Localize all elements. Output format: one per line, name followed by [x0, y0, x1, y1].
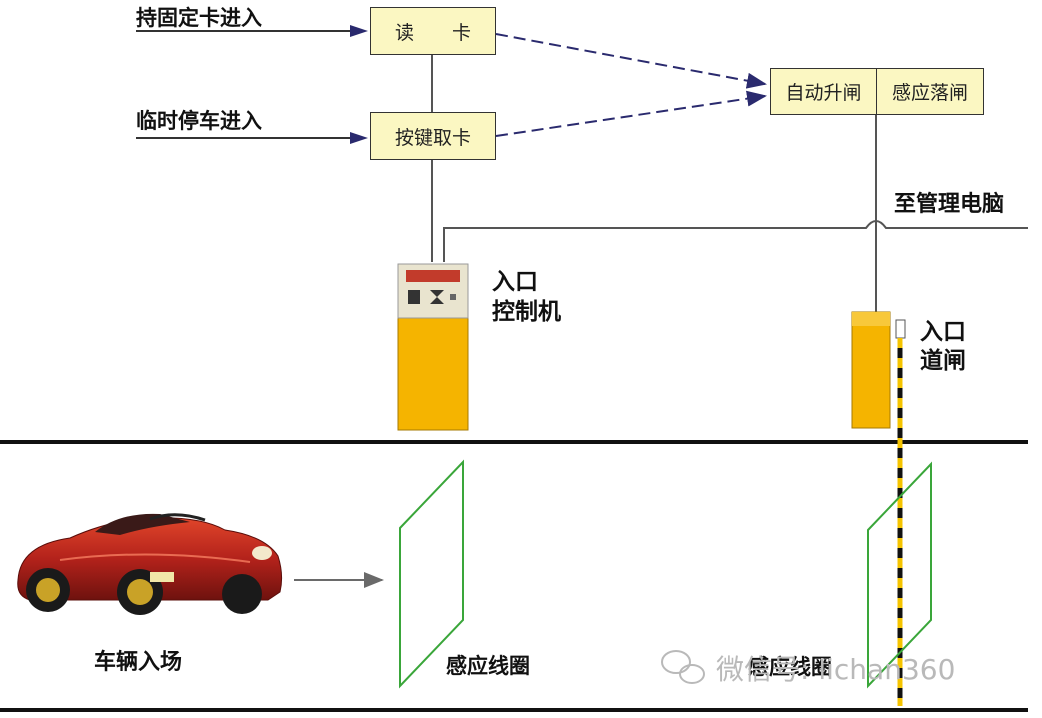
induction-loop-1	[399, 459, 464, 689]
take-card-box: 按键取卡	[370, 112, 496, 160]
input-line-fixed-card	[136, 25, 368, 37]
read-card-box: 读 卡	[370, 7, 496, 55]
gate-label-line2: 道闸	[920, 348, 966, 374]
controller-label-line1: 入口	[492, 269, 538, 295]
vehicle-entry-label: 车辆入场	[94, 650, 183, 675]
auto-lift-box: 自动升闸	[770, 68, 876, 115]
sense-drop-box: 感应落闸	[876, 68, 984, 115]
watermark: 微信号: lichan360	[716, 653, 956, 686]
dashed-arrow-take-to-gate	[495, 90, 767, 137]
input-label-temp-parking: 临时停车进入	[136, 109, 262, 133]
wechat-icon	[661, 650, 705, 684]
induction-loop-2	[867, 461, 932, 689]
induction-loop-2-label: 感应线圈	[748, 655, 832, 679]
input-line-temp-parking	[136, 132, 368, 144]
line-to-computer	[443, 220, 1028, 262]
input-label-fixed-card: 持固定卡进入	[136, 6, 262, 30]
to-computer-label: 至管理电脑	[894, 192, 1005, 217]
car-image	[17, 513, 283, 615]
gate-label-line1: 入口	[920, 319, 966, 345]
induction-loop-1-label: 感应线圈	[446, 654, 530, 678]
entrance-controller	[397, 263, 469, 431]
entrance-barrier-gate	[851, 311, 906, 706]
dashed-arrow-read-to-gate	[495, 33, 767, 89]
controller-label-line2: 控制机	[492, 299, 561, 325]
